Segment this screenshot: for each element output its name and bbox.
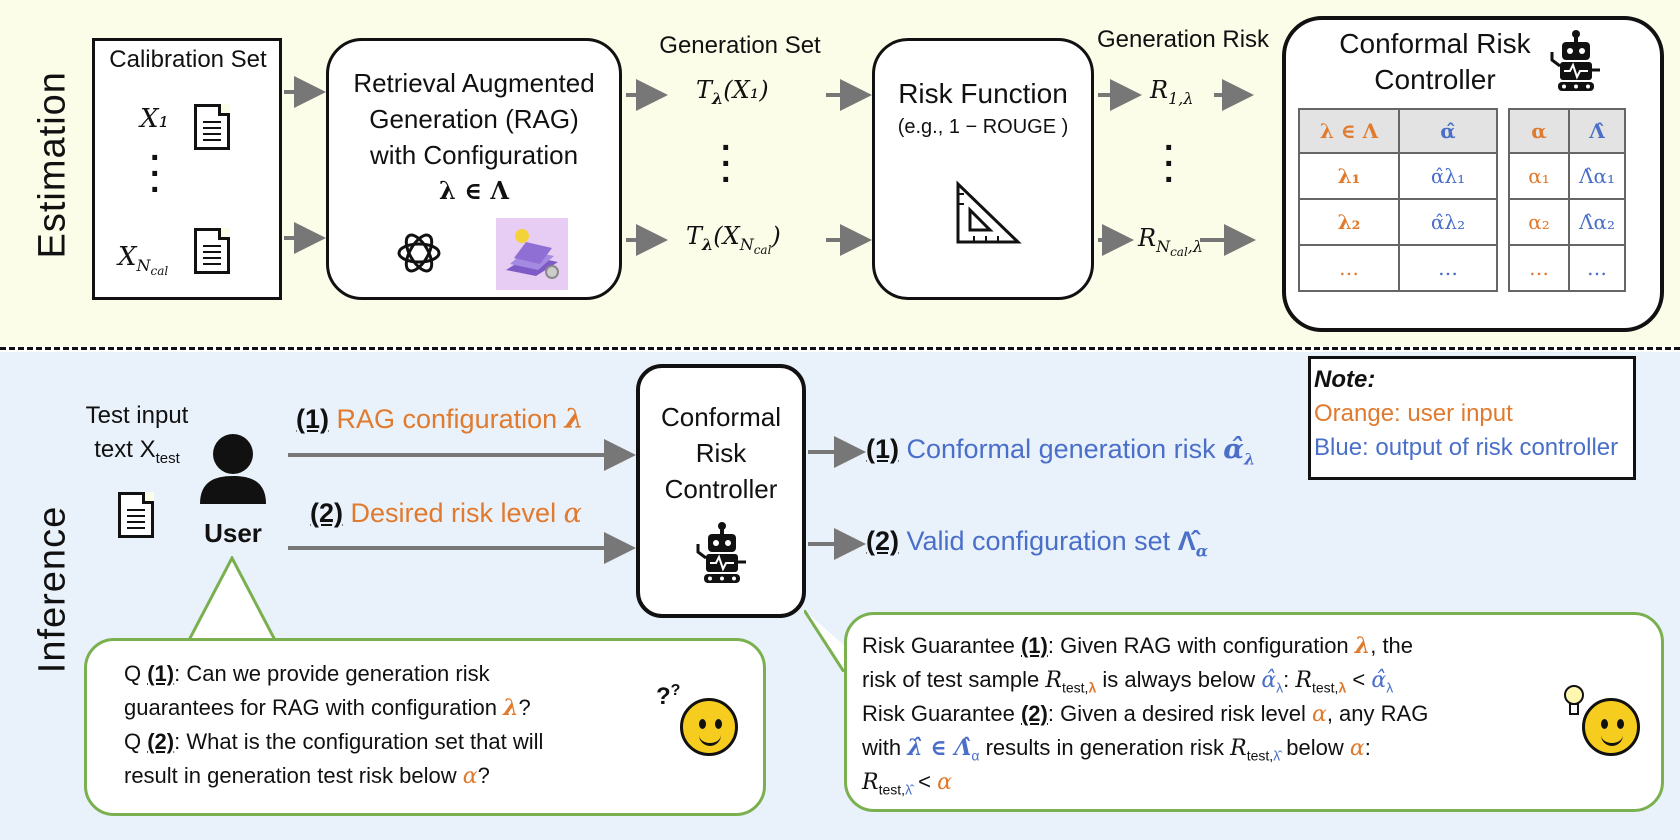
calibration-x1: X₁ xyxy=(140,104,169,134)
table-cell: α̂λ₂ xyxy=(1398,198,1498,246)
guarantee-line4: with λ̂ ∈ Λ̂α results in generation risk… xyxy=(862,735,1371,764)
table-cell: α̂λ₁ xyxy=(1398,152,1498,200)
generation-risk-rn: RNcal,λ xyxy=(1138,224,1204,259)
inference-controller-line1: Conformal xyxy=(661,402,781,432)
robot-icon xyxy=(696,522,746,583)
lightbulb-icon xyxy=(1564,685,1584,715)
inference-controller-line3: Controller xyxy=(664,474,778,504)
table-cell: Λ̂α₂ xyxy=(1568,198,1626,246)
note-line1: Orange: user input xyxy=(1314,400,1513,427)
lambda-alpha-table: λ ∈ Λ α̂ λ₁ α̂λ₁ λ₂ α̂λ₂ … … xyxy=(1298,108,1498,292)
note-title: Note: xyxy=(1314,366,1376,393)
output2-label: (2) Valid configuration set Λ̂α xyxy=(866,526,1209,561)
question-bubble xyxy=(84,638,766,816)
note-line2: Blue: output of risk controller xyxy=(1314,434,1619,461)
guarantee-line3: Risk Guarantee (2): Given a desired risk… xyxy=(862,701,1429,727)
input2-label: (2) Desired risk level α xyxy=(310,498,582,529)
risk-function-title: Risk Function xyxy=(898,78,1068,109)
rag-box xyxy=(326,38,622,300)
generation-tn: Tλ(XNcal) xyxy=(686,222,781,257)
guarantee-line1: Risk Guarantee (1): Given RAG with confi… xyxy=(862,633,1414,659)
calibration-box xyxy=(92,38,282,300)
vertical-ellipsis-icon: ··· xyxy=(721,129,733,199)
test-input-line1: Test input xyxy=(85,402,189,429)
question-line3: Q (2): What is the configuration set tha… xyxy=(124,729,544,754)
openai-logo-icon xyxy=(397,233,441,273)
input1-label: (1) RAG configuration λ xyxy=(296,404,584,435)
robot-icon xyxy=(1550,30,1600,91)
alpha-lambda-set-table: α Λ̂ α₁ Λ̂α₁ α₂ Λ̂α₂ … … xyxy=(1508,108,1626,292)
user-icon xyxy=(200,434,266,504)
question-bubble-tail xyxy=(186,556,278,642)
knowledge-book-icon xyxy=(496,218,568,290)
table-cell: α₁ xyxy=(1508,152,1570,200)
guarantee-line5: Rtest,λ̂ < α xyxy=(862,769,952,798)
document-icon xyxy=(194,104,230,150)
risk-function-box xyxy=(872,38,1094,300)
table-cell: λ₂ xyxy=(1298,198,1400,246)
controller-title-1: Conformal Risk xyxy=(1339,28,1531,59)
question-line1: Q (1): Can we provide generation risk xyxy=(124,661,490,686)
guarantee-line2: risk of test sample Rtest,λ is always be… xyxy=(862,667,1394,696)
calibration-xn: XNcal xyxy=(118,242,169,279)
calibration-title: Calibration Set xyxy=(109,46,267,73)
generation-t1: Tλ(X₁) xyxy=(696,76,769,108)
rag-line1: Retrieval Augmented xyxy=(353,68,595,98)
table-cell: α₂ xyxy=(1508,198,1570,246)
table-header: α xyxy=(1508,108,1570,154)
test-input-line2: text Xtest xyxy=(94,436,180,467)
document-icon xyxy=(194,228,230,274)
note-box xyxy=(1308,356,1636,480)
risk-function-example: (e.g., 1 − ROUGE ) xyxy=(897,116,1069,138)
controller-title-2: Controller xyxy=(1374,64,1496,95)
guarantee-bubble xyxy=(844,612,1664,812)
set-square-icon xyxy=(956,180,1022,244)
rag-line2: Generation (RAG) xyxy=(369,104,579,134)
inference-controller-line2: Risk xyxy=(695,438,747,468)
table-cell: λ₁ xyxy=(1298,152,1400,200)
happy-face-icon xyxy=(1582,698,1640,756)
generation-risk-title: Generation Risk xyxy=(1096,26,1270,53)
vertical-ellipsis-icon: ··· xyxy=(150,139,162,209)
table-cell: Λ̂α₁ xyxy=(1568,152,1626,200)
vertical-ellipsis-icon: ··· xyxy=(1164,129,1176,199)
document-icon xyxy=(118,492,154,538)
question-marks-icon: ?? xyxy=(656,682,681,710)
rag-line3: with Configuration xyxy=(369,140,579,170)
inference-controller-box xyxy=(636,364,806,618)
table-cell: … xyxy=(1568,244,1626,292)
rag-line4: λ ∈ Λ xyxy=(439,176,509,205)
confused-face-icon xyxy=(680,698,738,756)
output1-label: (1) Conformal generation risk α̂λ xyxy=(866,434,1256,469)
table-cell: … xyxy=(1298,244,1400,292)
table-header: λ ∈ Λ xyxy=(1298,108,1400,154)
question-line2: guarantees for RAG with configuration λ? xyxy=(124,695,531,721)
table-cell: … xyxy=(1398,244,1498,292)
generation-set-title: Generation Set xyxy=(659,32,821,59)
question-line4: result in generation test risk below α? xyxy=(124,763,490,789)
table-header: α̂ xyxy=(1398,108,1498,154)
generation-risk-r1: R1,λ xyxy=(1150,76,1194,108)
user-label: User xyxy=(204,518,262,548)
section-divider xyxy=(0,347,1680,350)
table-header: Λ̂ xyxy=(1568,108,1626,154)
table-cell: … xyxy=(1508,244,1570,292)
